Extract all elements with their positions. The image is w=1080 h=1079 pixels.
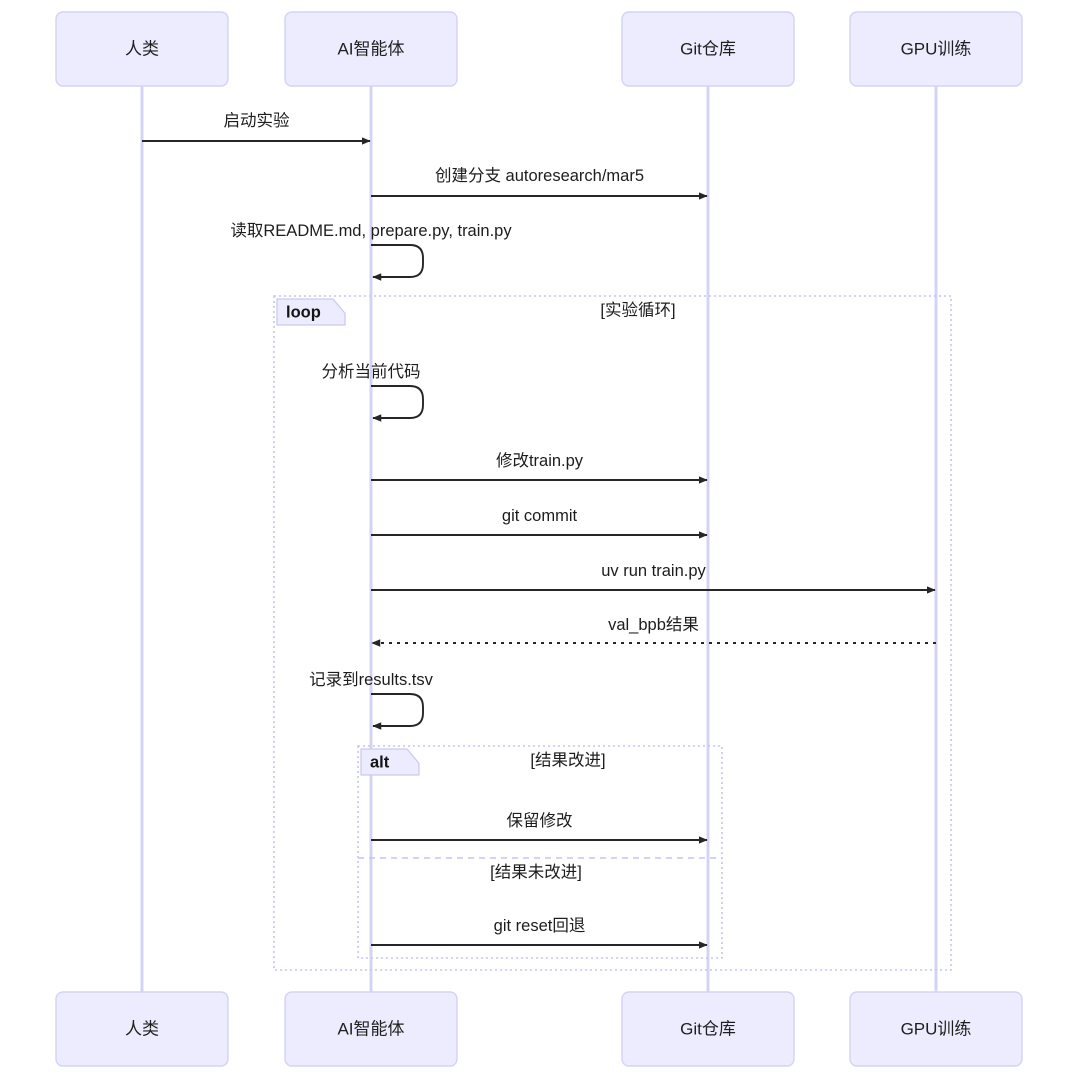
lifelines-group — [140, 86, 938, 992]
participant-box-git-bottom[interactable]: Git仓库 — [621, 991, 795, 1067]
message-label: 保留修改 — [507, 811, 573, 830]
participant-label-human: 人类 — [125, 39, 159, 58]
message-m10: 保留修改 — [371, 811, 708, 844]
frame-tab-shape — [276, 298, 346, 326]
message-m7: uv run train.py — [371, 562, 936, 594]
alt-frame: [结果未改进] alt [结果改进] — [357, 745, 723, 959]
message-label: git commit — [502, 507, 578, 525]
participant-box-git-top[interactable]: Git仓库 — [621, 11, 795, 87]
message-m8: val_bpb结果 — [371, 615, 936, 647]
frame-border — [273, 295, 952, 971]
message-label: 记录到results.tsv — [309, 670, 434, 689]
participant-rect — [621, 991, 795, 1067]
message-label: git reset回退 — [494, 916, 586, 935]
message-label: 修改train.py — [496, 451, 584, 470]
message-label: val_bpb结果 — [608, 615, 699, 634]
frame-alt-condition-label: [结果未改进] — [490, 862, 582, 881]
frame-tab-shape — [360, 748, 420, 776]
participant-label-gpu: GPU训练 — [901, 39, 972, 58]
frame-tab-label-alt: alt — [370, 753, 390, 771]
message-m6: git commit — [371, 507, 708, 539]
loop-frame: loop [实验循环] — [273, 295, 952, 971]
participant-label-git: Git仓库 — [680, 39, 736, 58]
participant-label-agent: AI智能体 — [337, 1019, 404, 1038]
participant-rect — [284, 991, 458, 1067]
participant-box-gpu-bottom[interactable]: GPU训练 — [849, 991, 1023, 1067]
frame-condition-label: [结果改进] — [530, 750, 605, 769]
participant-box-agent-bottom[interactable]: AI智能体 — [284, 991, 458, 1067]
message-m3: 读取README.md, prepare.py, train.py — [230, 221, 512, 281]
participant-box-human-bottom[interactable]: 人类 — [55, 991, 229, 1067]
message-label: 启动实验 — [224, 111, 291, 130]
participant-rect — [849, 11, 1023, 87]
participant-label-human: 人类 — [125, 1019, 159, 1038]
participant-box-human-top[interactable]: 人类 — [55, 11, 229, 87]
self-message-arrow — [371, 385, 424, 422]
participant-label-git: Git仓库 — [680, 1019, 736, 1038]
message-m11: git reset回退 — [371, 916, 708, 949]
frame-condition-label: [实验循环] — [600, 300, 675, 319]
message-label: 读取README.md, prepare.py, train.py — [230, 221, 512, 240]
self-message-arrow — [371, 244, 424, 281]
message-label: uv run train.py — [601, 562, 706, 580]
message-m5: 修改train.py — [371, 451, 708, 484]
participant-rect — [55, 11, 229, 87]
message-m1: 启动实验 — [142, 111, 371, 145]
participant-label-gpu: GPU训练 — [901, 1019, 972, 1038]
participant-rect — [284, 11, 458, 87]
frame-tab-label-loop: loop — [286, 303, 321, 321]
participant-box-gpu-top[interactable]: GPU训练 — [849, 11, 1023, 87]
message-m2: 创建分支 autoresearch/mar5 — [371, 166, 708, 200]
participant-box-agent-top[interactable]: AI智能体 — [284, 11, 458, 87]
participant-rect — [849, 991, 1023, 1067]
participant-label-agent: AI智能体 — [337, 39, 404, 58]
frame-border — [357, 745, 723, 959]
participant-rect — [55, 991, 229, 1067]
self-message-arrow — [371, 693, 424, 730]
message-m9: 记录到results.tsv — [309, 670, 434, 730]
participant-rect — [621, 11, 795, 87]
frames-group: loop [实验循环] [结果未改进] alt [结果改进] — [273, 295, 952, 971]
message-label: 创建分支 autoresearch/mar5 — [435, 166, 644, 185]
message-label: 分析当前代码 — [322, 362, 421, 381]
message-m4: 分析当前代码 — [322, 362, 424, 422]
